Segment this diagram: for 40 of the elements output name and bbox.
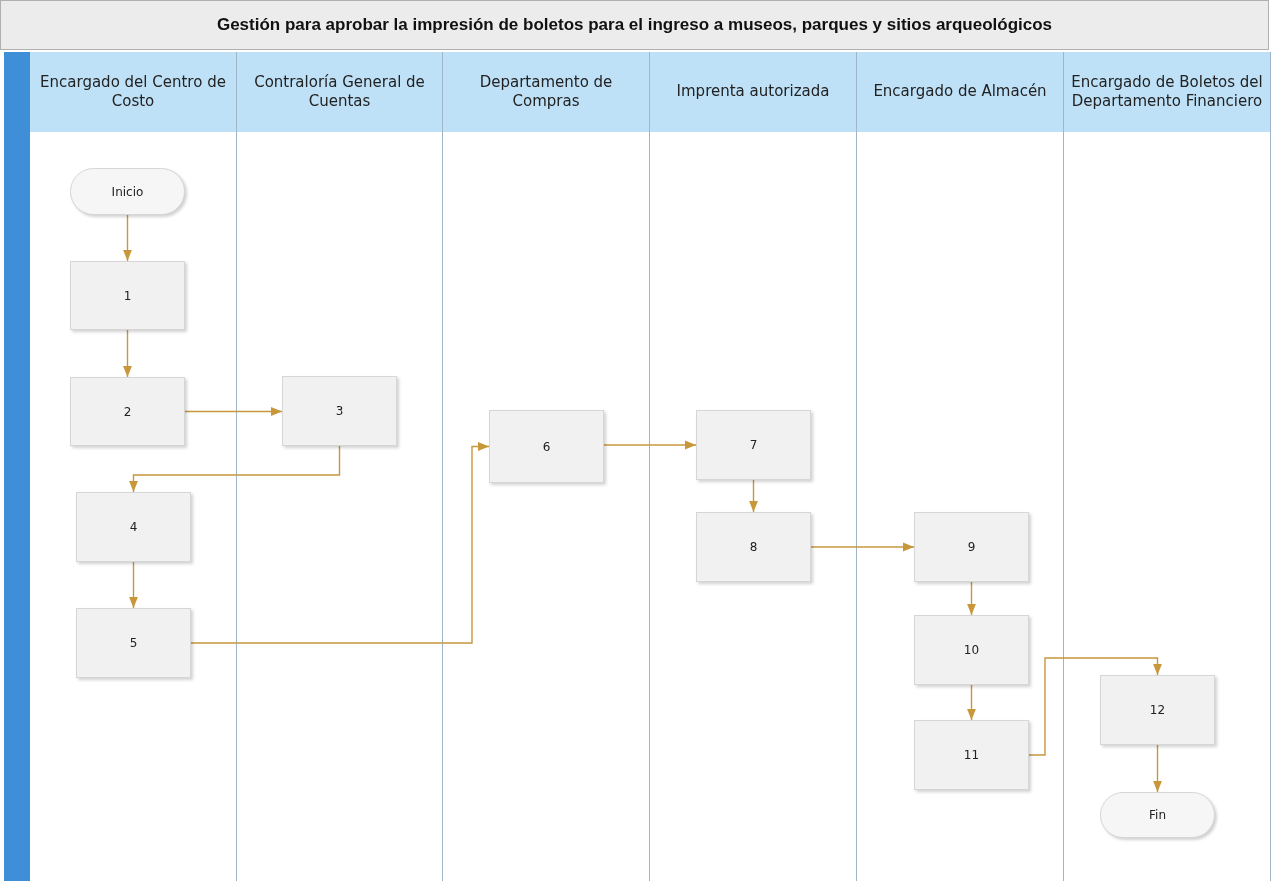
arrow [190, 442, 490, 644]
arrow [184, 407, 283, 416]
process-box: 4 [76, 492, 191, 562]
arrow [967, 684, 976, 721]
arrow [1028, 657, 1162, 756]
lane-header: Departamento de Compras [443, 52, 649, 132]
lane-header: Imprenta autorizada [650, 52, 856, 132]
process-box: 11 [914, 720, 1029, 790]
arrow [129, 445, 341, 493]
swimlane [650, 52, 857, 881]
title-bar: Gestión para aprobar la impresión de boletos para el ingreso a museos, parques y sitios arqueológicos [0, 0, 1269, 50]
swimlane [1064, 52, 1271, 881]
arrow [749, 479, 758, 513]
terminal-node: Inicio [70, 168, 185, 215]
process-box: 5 [76, 608, 191, 678]
process-box: 3 [282, 376, 397, 446]
swimlane [857, 52, 1064, 881]
arrow [810, 542, 915, 552]
process-box: 7 [696, 410, 811, 480]
swimlane [30, 52, 237, 881]
lane-header: Encargado de Boletos del Departamento Financiero [1064, 52, 1270, 132]
lane-header: Contraloría General de Cuentas [237, 52, 442, 132]
arrow [1153, 744, 1162, 793]
process-box: 1 [70, 261, 185, 330]
lane-header: Encargado del Centro de Costo [30, 52, 236, 132]
arrow [603, 440, 697, 450]
lane-header: Encargado de Almacén [857, 52, 1063, 132]
arrow [967, 581, 976, 616]
arrow [123, 214, 132, 262]
process-box: 8 [696, 512, 811, 582]
arrow [129, 561, 138, 609]
process-box: 12 [1100, 675, 1215, 745]
terminal-node: Fin [1100, 792, 1215, 838]
process-box: 10 [914, 615, 1029, 685]
process-box: 2 [70, 377, 185, 446]
process-box: 6 [489, 410, 604, 483]
process-box: 9 [914, 512, 1029, 582]
swimlane [237, 52, 443, 881]
swimlane [443, 52, 650, 881]
arrow [123, 329, 132, 378]
